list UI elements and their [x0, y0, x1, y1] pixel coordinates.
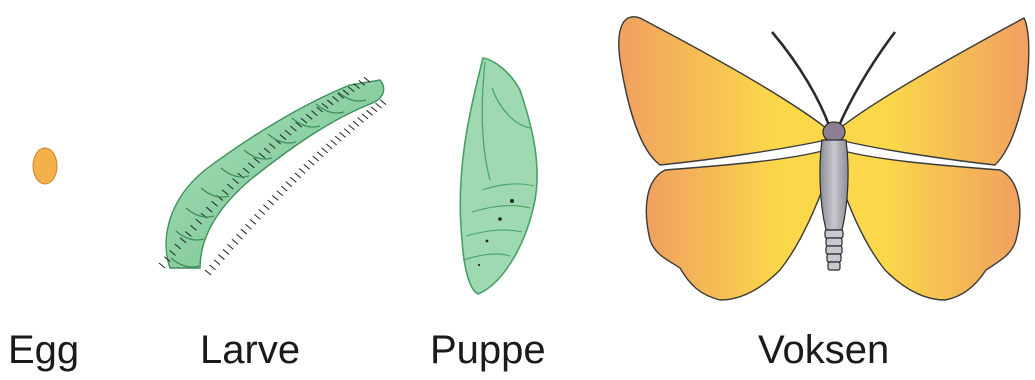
chrysalis-icon: [460, 58, 537, 294]
caterpillar-icon: [159, 77, 386, 275]
stage-label-egg: Egg: [8, 328, 79, 373]
life-cycle-illustration: [0, 0, 1035, 320]
butterfly-icon: [619, 17, 1029, 300]
stage-label-larva: Larve: [200, 328, 300, 373]
stage-label-pupa: Puppe: [430, 328, 546, 373]
stage-label-adult: Voksen: [758, 328, 889, 373]
egg-icon: [33, 148, 57, 184]
